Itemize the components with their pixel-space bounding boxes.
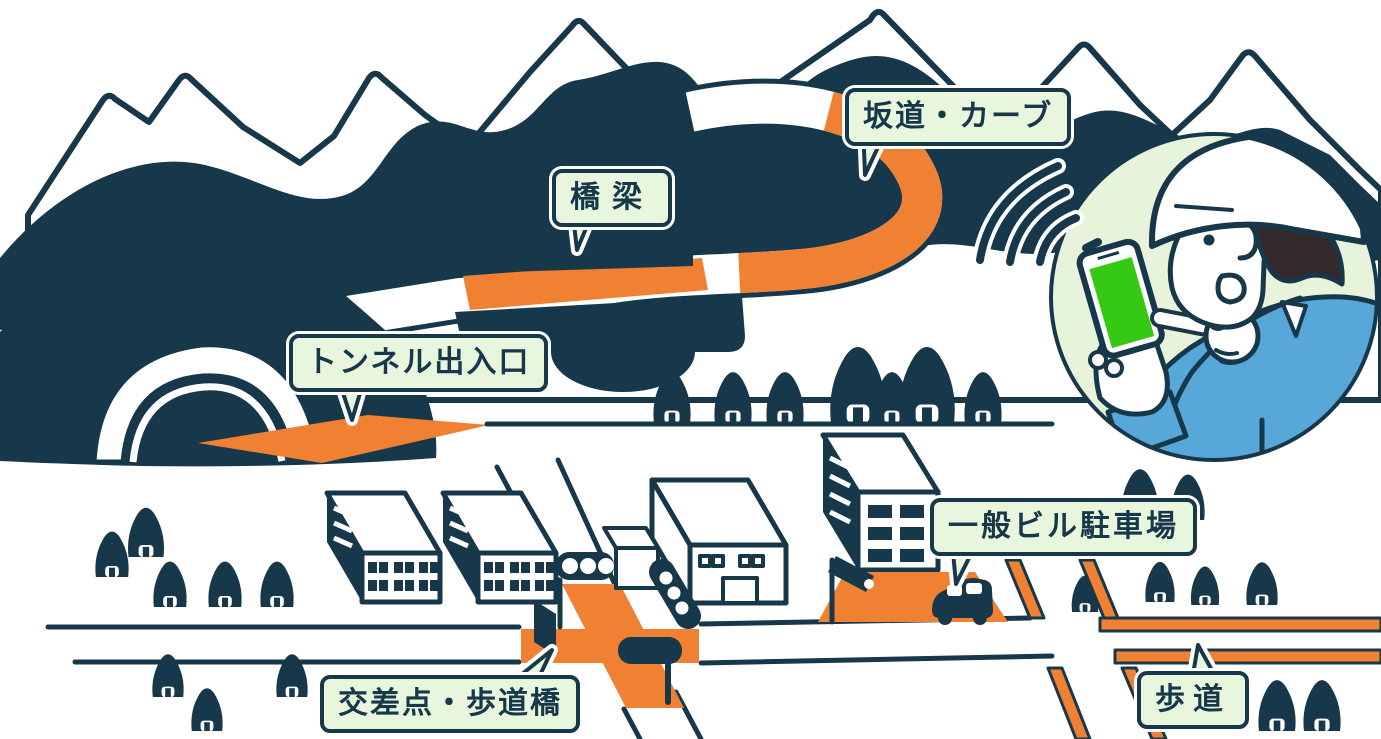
- office-building-2: [440, 490, 559, 605]
- traffic-light-icon: [556, 552, 614, 630]
- tall-office-building: [820, 432, 941, 573]
- bridge-orange-road-section: [463, 258, 708, 310]
- mouth: [1215, 272, 1247, 305]
- wifi-waves-icon: [972, 158, 1102, 270]
- mountain-body: [0, 56, 1381, 330]
- bridge-arch-body: [455, 296, 745, 392]
- office-building-1: [324, 490, 443, 605]
- collar: [1280, 300, 1308, 338]
- worker-inset: [1049, 132, 1379, 462]
- label-intersection-pedestrian-bridge: 交差点・歩道橋: [320, 675, 580, 733]
- eye: [1203, 234, 1215, 246]
- traffic-light-side-icon: [649, 559, 701, 629]
- label-slope-curve: 坂道・カーブ: [845, 88, 1072, 146]
- intersection-details: [534, 526, 701, 705]
- security-camera-icon: [828, 556, 874, 625]
- bridge-girder: [506, 236, 693, 272]
- label-tunnel-entrance: トンネル出入口: [289, 334, 549, 392]
- label-bridge: 橋梁: [552, 169, 672, 227]
- tunnel-illustration: [0, 222, 489, 467]
- warehouse-building: [649, 477, 789, 606]
- inset-border: [1049, 132, 1379, 462]
- label-sidewalk: 歩道: [1137, 671, 1249, 729]
- warehouse-door: [721, 576, 759, 605]
- label-building-parking: 一般ビル駐車場: [930, 498, 1197, 556]
- bridge-illustration: [455, 236, 745, 392]
- car-icon: [932, 578, 993, 625]
- pedestrian-bridge-icon: [534, 600, 682, 705]
- smartphone-icon: [1076, 238, 1165, 359]
- slope-curve-orange-section: [331, 83, 943, 338]
- tunnel-orange-road: [198, 415, 489, 463]
